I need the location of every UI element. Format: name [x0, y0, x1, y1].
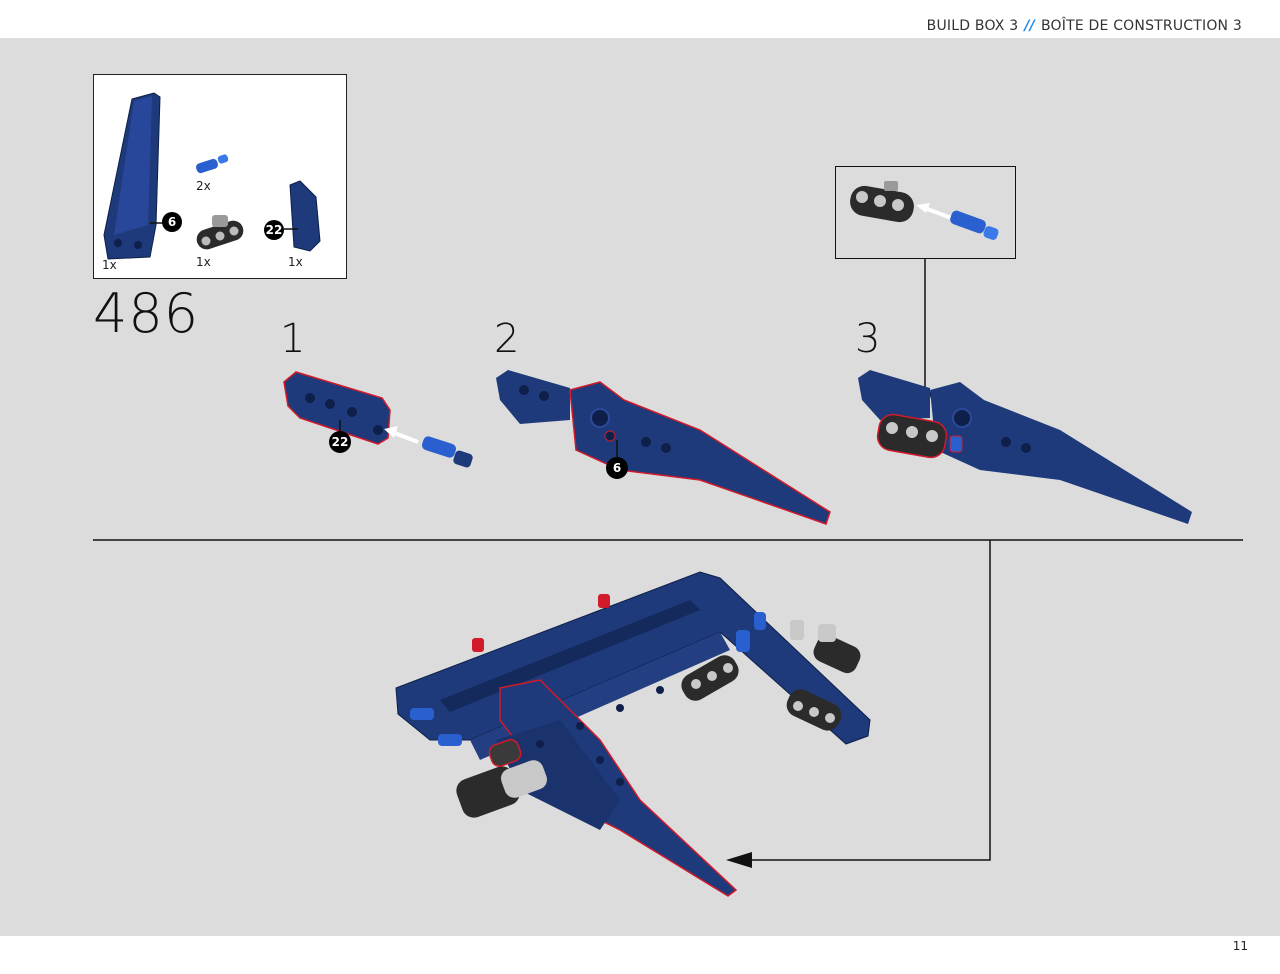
substep-3-assembly	[858, 370, 1192, 524]
blue-pin-part	[196, 154, 229, 174]
header-boite: BOÎTE DE CONSTRUCTION 3	[1040, 18, 1242, 34]
substep-1-assembly	[283, 371, 473, 468]
inset-arrow	[916, 203, 955, 221]
inset-illustration	[850, 181, 999, 240]
part-qty-beam: 1x	[196, 255, 211, 269]
placement-arrow	[726, 852, 752, 868]
inset-blue-pin	[950, 210, 999, 240]
parts-list-box: 6 1x 2x 1x 22 1x	[93, 74, 347, 279]
page-number: 11	[1232, 939, 1248, 953]
blue-panel-part	[103, 92, 166, 260]
small-blue-panel-part	[284, 180, 321, 252]
substep-3-number: 3	[855, 316, 881, 362]
part-callout-6: 6	[162, 212, 182, 232]
substep-2-callout: 6	[607, 458, 627, 478]
substep-2-assembly	[496, 370, 831, 525]
part-qty-small-panel: 1x	[288, 255, 303, 269]
part-callout-22: 22	[264, 220, 284, 240]
header-title: BUILD BOX 3 // BOÎTE DE CONSTRUCTION 3	[927, 18, 1242, 34]
part-qty-pin: 2x	[196, 179, 211, 193]
placement-connector-line	[740, 540, 991, 861]
substep-2-number: 2	[494, 316, 520, 362]
substep-3-inset	[835, 166, 1016, 259]
step-number: 486	[93, 282, 200, 345]
page-header: BUILD BOX 3 // BOÎTE DE CONSTRUCTION 3	[0, 0, 1280, 38]
substep-1-number: 1	[280, 316, 306, 362]
header-build-box: BUILD BOX 3	[926, 18, 1019, 34]
inset-black-beam	[850, 181, 914, 223]
page-footer: 11	[0, 936, 1280, 974]
header-separator: //	[1024, 18, 1035, 34]
part-qty-panel: 1x	[102, 258, 117, 272]
substep-1-callout: 22	[330, 432, 350, 452]
parts-illustrations	[103, 92, 321, 260]
black-beam-part	[196, 215, 244, 250]
main-assembly	[395, 571, 871, 897]
